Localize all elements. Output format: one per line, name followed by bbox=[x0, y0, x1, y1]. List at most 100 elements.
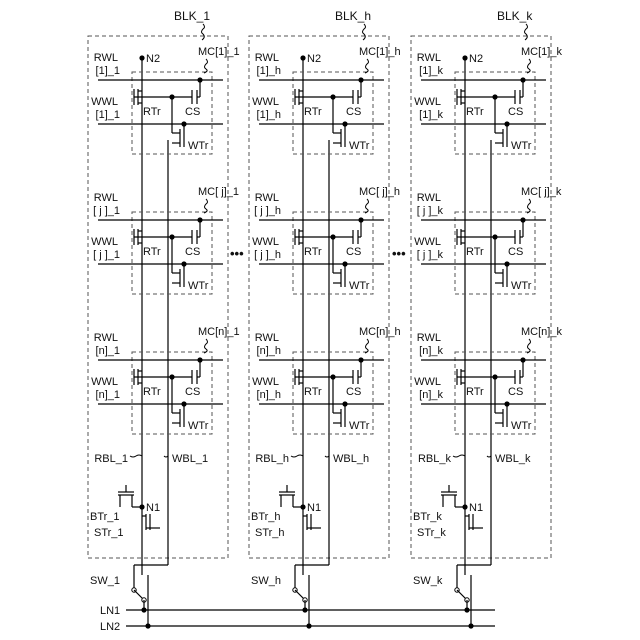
block-1: BLK_1N2MC[1]_1RWL[1]_1WWL[1]_1RTrCSWTrMC… bbox=[88, 9, 240, 629]
mc-squiggle bbox=[204, 339, 208, 353]
rwl-label: RWL bbox=[255, 332, 279, 344]
block-title-squiggle bbox=[525, 24, 528, 40]
bus-layer: LN1 LN2 bbox=[100, 605, 495, 633]
wtr-label: WTr bbox=[349, 140, 370, 152]
memory-cell-3: MC[n]_kRWL[n]_kWWL[n]_kRTrCSWTr bbox=[414, 326, 562, 434]
sw-label: SW_k bbox=[413, 575, 443, 587]
memory-cell-1: MC[1]_1RWL[1]_1WWL[1]_1RTrCSWTr bbox=[91, 46, 239, 154]
cs-label: CS bbox=[185, 386, 200, 398]
str-label: STr_h bbox=[255, 527, 285, 539]
block-title-squiggle bbox=[363, 24, 366, 40]
wbl-label: WBL_h bbox=[333, 453, 369, 465]
rtr-label: RTr bbox=[466, 106, 484, 118]
btr-transistor bbox=[441, 485, 465, 507]
n1-node bbox=[462, 504, 467, 509]
mc-label: MC[ j]_h bbox=[359, 186, 400, 198]
wwl-index-label: [n]_h bbox=[257, 389, 281, 401]
wtr-label: WTr bbox=[511, 140, 532, 152]
wwl-label: WWL bbox=[414, 236, 441, 248]
wbl-label: WBL_1 bbox=[172, 453, 208, 465]
str-transistor bbox=[142, 514, 160, 530]
memory-cell-1: MC[1]_kRWL[1]_kWWL[1]_kRTrCSWTr bbox=[414, 46, 562, 154]
wwl-node bbox=[181, 261, 186, 266]
rwl-label: RWL bbox=[94, 192, 118, 204]
wwl-label: WWL bbox=[91, 376, 118, 388]
mc-squiggle bbox=[527, 199, 531, 213]
rtr-label: RTr bbox=[304, 386, 322, 398]
cs-label: CS bbox=[346, 106, 361, 118]
mc-label: MC[ j]_k bbox=[521, 186, 562, 198]
rwl-index-label: [ j ]_k bbox=[417, 205, 444, 217]
rwl-index-label: [n]_1 bbox=[96, 345, 120, 357]
rwl-label: RWL bbox=[417, 52, 441, 64]
wtr-label: WTr bbox=[511, 420, 532, 432]
cs-label: CS bbox=[508, 106, 523, 118]
n2-label: N2 bbox=[146, 53, 160, 65]
n1-node bbox=[300, 504, 305, 509]
rwl-label: RWL bbox=[94, 332, 118, 344]
ln2-label: LN2 bbox=[100, 621, 120, 633]
wtr-label: WTr bbox=[349, 280, 370, 292]
memory-cell-2: MC[ j]_hRWL[ j ]_hWWL[ j ]_hRTrCSWTr bbox=[252, 186, 400, 294]
switch bbox=[293, 540, 329, 629]
wtr-label: WTr bbox=[188, 140, 209, 152]
memory-cell-2: MC[ j]_1RWL[ j ]_1WWL[ j ]_1RTrCSWTr bbox=[91, 186, 239, 294]
cs-label: CS bbox=[508, 246, 523, 258]
wwl-index-label: [1]_h bbox=[257, 109, 281, 121]
rtr-label: RTr bbox=[143, 246, 161, 258]
btr-label: BTr_h bbox=[251, 511, 281, 523]
ellipsis-between-h-k: ••• bbox=[392, 246, 406, 261]
str-transistor bbox=[303, 514, 321, 530]
rwl-index-label: [1]_k bbox=[419, 65, 443, 77]
wtr-label: WTr bbox=[511, 280, 532, 292]
blocks-layer: BLK_1N2MC[1]_1RWL[1]_1WWL[1]_1RTrCSWTrMC… bbox=[88, 9, 562, 629]
rbl-label: RBL_1 bbox=[94, 453, 128, 465]
cs-label: CS bbox=[346, 246, 361, 258]
rtr-label: RTr bbox=[304, 246, 322, 258]
block-title: BLK_1 bbox=[174, 9, 210, 23]
mc-label: MC[1]_h bbox=[359, 46, 401, 58]
wwl-label: WWL bbox=[414, 96, 441, 108]
wwl-node bbox=[342, 261, 347, 266]
btr-transistor bbox=[118, 485, 142, 507]
wwl-label: WWL bbox=[91, 236, 118, 248]
wwl-node bbox=[342, 401, 347, 406]
rbl-squiggle bbox=[291, 455, 303, 457]
wwl-index-label: [1]_k bbox=[419, 109, 443, 121]
rwl-index-label: [n]_h bbox=[257, 345, 281, 357]
wwl-node bbox=[181, 121, 186, 126]
switch bbox=[455, 540, 491, 629]
btr-label: BTr_k bbox=[413, 511, 442, 523]
wwl-index-label: [n]_k bbox=[419, 389, 443, 401]
wwl-node bbox=[504, 401, 509, 406]
str-label: STr_k bbox=[417, 527, 446, 539]
mc-label: MC[ j]_1 bbox=[198, 186, 239, 198]
n2-label: N2 bbox=[307, 53, 321, 65]
str-label: STr_1 bbox=[94, 527, 124, 539]
mc-squiggle bbox=[365, 199, 369, 213]
rwl-label: RWL bbox=[417, 192, 441, 204]
mc-squiggle bbox=[204, 199, 208, 213]
rwl-index-label: [n]_k bbox=[419, 345, 443, 357]
block-title: BLK_h bbox=[335, 9, 371, 23]
ellipsis-between-1-h: ••• bbox=[230, 246, 244, 261]
block-2: BLK_hN2MC[1]_hRWL[1]_hWWL[1]_hRTrCSWTrMC… bbox=[249, 9, 401, 629]
cs-label: CS bbox=[508, 386, 523, 398]
mc-squiggle bbox=[365, 339, 369, 353]
rbl-squiggle bbox=[453, 455, 465, 457]
str-transistor bbox=[465, 514, 483, 530]
n1-node bbox=[139, 504, 144, 509]
n1-label: N1 bbox=[469, 502, 483, 514]
wwl-label: WWL bbox=[252, 236, 279, 248]
wwl-node bbox=[181, 401, 186, 406]
rwl-label: RWL bbox=[255, 52, 279, 64]
ln1-label: LN1 bbox=[100, 605, 120, 617]
rtr-label: RTr bbox=[143, 106, 161, 118]
btr-transistor bbox=[279, 485, 303, 507]
switch bbox=[132, 540, 168, 629]
wtr-label: WTr bbox=[188, 420, 209, 432]
wbl-squiggle bbox=[487, 456, 491, 457]
mc-label: MC[n]_1 bbox=[198, 326, 240, 338]
rtr-label: RTr bbox=[466, 246, 484, 258]
rwl-label: RWL bbox=[255, 192, 279, 204]
